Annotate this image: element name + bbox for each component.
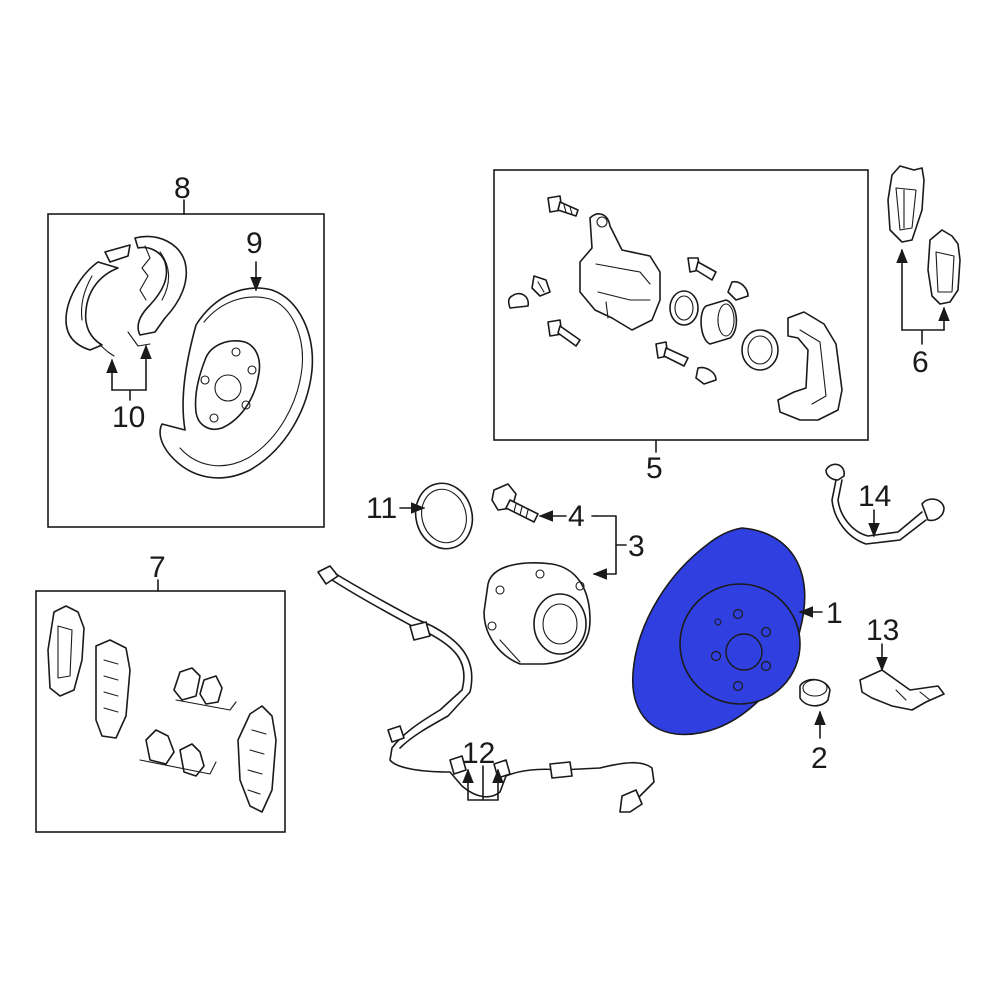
callout-13: 13 <box>866 614 899 647</box>
callout-leaders <box>106 199 950 801</box>
dust-shield[interactable] <box>159 287 314 479</box>
brake-rotor[interactable] <box>632 527 806 736</box>
hub-cap[interactable] <box>799 678 831 707</box>
callout-2: 2 <box>811 742 828 775</box>
hardware-kit[interactable] <box>47 605 277 813</box>
callout-14: 14 <box>858 480 891 513</box>
hub-bolt[interactable] <box>491 483 539 523</box>
callout-4: 4 <box>568 500 585 533</box>
callout-10: 10 <box>112 401 145 434</box>
hose-bracket[interactable] <box>859 669 945 711</box>
seal-ring[interactable] <box>408 477 479 555</box>
callout-8: 8 <box>174 172 191 205</box>
callout-12: 12 <box>462 737 495 770</box>
hub-bearing[interactable] <box>483 562 591 665</box>
callout-3: 3 <box>628 530 645 563</box>
hardware-kit-group-box <box>35 590 286 833</box>
callout-6: 6 <box>912 346 929 379</box>
parking-brake-shoes[interactable] <box>65 235 188 357</box>
caliper-group-box <box>493 169 869 441</box>
callout-7: 7 <box>149 551 166 584</box>
caliper-assembly[interactable] <box>507 195 843 421</box>
parking-brake-group-box <box>47 213 325 528</box>
brake-hose[interactable] <box>825 463 945 545</box>
callout-9: 9 <box>246 227 263 260</box>
callout-1: 1 <box>826 597 843 630</box>
wheel-speed-sensor[interactable] <box>317 565 655 813</box>
brake-pads[interactable] <box>887 165 961 305</box>
callout-11: 11 <box>366 492 397 525</box>
callout-5: 5 <box>646 452 663 485</box>
